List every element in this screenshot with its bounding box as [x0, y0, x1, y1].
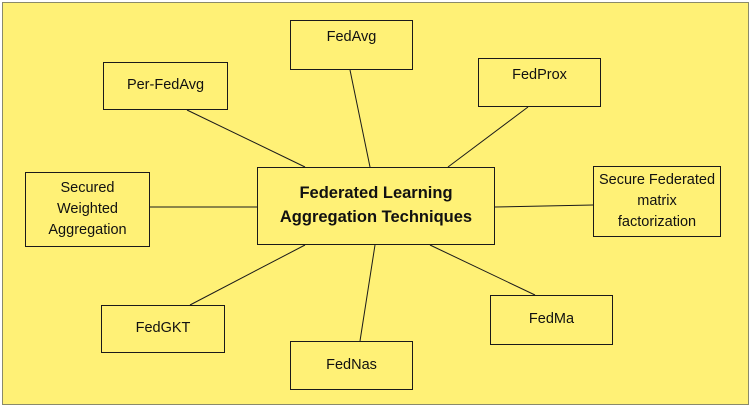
node-fedgkt: FedGKT: [101, 305, 225, 353]
node-fednas-label: FedNas: [326, 356, 377, 373]
node-secure-fed-matrix-label: Secure Federated matrix factorization: [598, 171, 716, 230]
node-fedavg-label: FedAvg: [326, 29, 377, 45]
node-secured-weighted-label: Secured Weighted Aggregation: [48, 179, 127, 238]
node-fedprox: FedProx: [478, 58, 601, 107]
node-secured-weighted: Secured Weighted Aggregation: [25, 172, 150, 247]
center-node: Federated Learning Aggregation Technique…: [257, 167, 495, 245]
node-per-fedavg-label: Per-FedAvg: [126, 77, 205, 94]
node-fedavg: FedAvg: [290, 20, 413, 70]
node-per-fedavg: Per-FedAvg: [103, 62, 228, 110]
node-fedgkt-label: FedGKT: [135, 320, 191, 337]
node-fednas: FedNas: [290, 341, 413, 390]
center-node-label: Federated Learning Aggregation Technique…: [279, 184, 473, 226]
node-fedma: FedMa: [490, 295, 613, 345]
node-secure-fed-matrix: Secure Federated matrix factorization: [593, 166, 721, 237]
node-fedma-label: FedMa: [528, 311, 575, 328]
node-fedprox-label: FedProx: [512, 67, 567, 83]
